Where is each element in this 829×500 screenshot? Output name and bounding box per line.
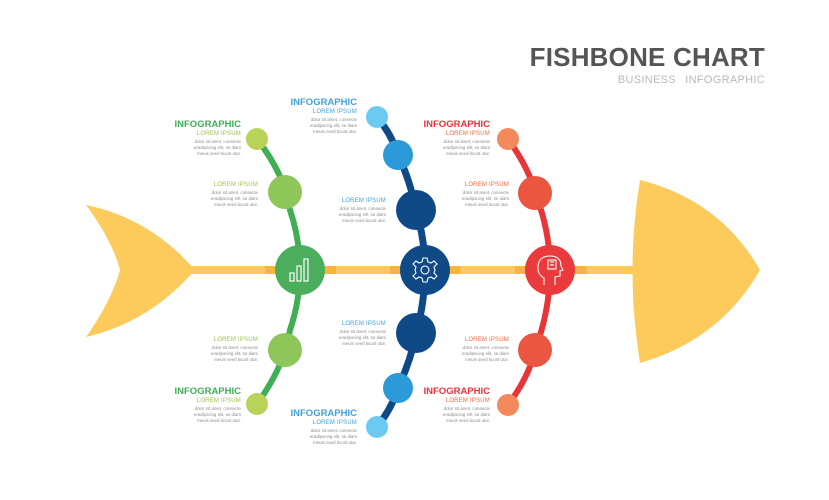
- label-body: dolor sit amet, consecte eradipscing eli…: [193, 406, 241, 423]
- subtitle-infographic: INFOGRAPHIC: [685, 74, 765, 86]
- label-subheading: LOREM IPSUM: [312, 420, 357, 426]
- spine-accent: [324, 266, 336, 274]
- spine-accent: [575, 266, 587, 274]
- label-body: dolor sit amet, consecte eradipscing eli…: [309, 428, 357, 445]
- label-subheading: LOREM IPSUM: [464, 337, 509, 343]
- green-node-bottom: [246, 393, 268, 415]
- gear-icon: [412, 257, 438, 283]
- label-heading: INFOGRAPHIC: [290, 97, 358, 108]
- spine-accent: [390, 266, 402, 274]
- fish-tail: [86, 205, 195, 337]
- green-hub: [275, 245, 325, 295]
- red-node-lower: [518, 333, 552, 367]
- blue-label-lower: LOREM IPSUM dolor sit amet, consecte era…: [286, 320, 386, 347]
- blue-label-bottom: INFOGRAPHIC LOREM IPSUM dolor sit amet, …: [257, 408, 358, 446]
- red-node-bottom: [497, 394, 519, 416]
- label-subheading: LOREM IPSUM: [213, 337, 258, 343]
- label-subheading: LOREM IPSUM: [341, 198, 386, 204]
- spine-accent: [265, 266, 277, 274]
- blue-node-upper-2: [396, 190, 436, 230]
- label-body: dolor sit amet, consecte eradipscing eli…: [210, 345, 258, 362]
- red-node-upper: [518, 176, 552, 210]
- chart-title: FISHBONE CHART: [529, 42, 765, 72]
- red-label-upper: LOREM IPSUM dolor sit amet, consecte era…: [409, 181, 509, 208]
- red-label-bottom: INFOGRAPHIC LOREM IPSUM dolor sit amet, …: [390, 386, 491, 424]
- label-heading: INFOGRAPHIC: [423, 386, 491, 397]
- label-body: dolor sit amet, consecte eradipscing eli…: [461, 190, 509, 207]
- label-heading: INFOGRAPHIC: [174, 119, 242, 130]
- label-body: dolor sit amet, consecte eradipscing eli…: [309, 117, 357, 134]
- subtitle-business: BUSINESS: [617, 74, 676, 86]
- label-body: dolor sit amet, consecte eradipscing eli…: [442, 406, 490, 423]
- red-label-top: INFOGRAPHIC LOREM IPSUM dolor sit amet, …: [390, 119, 491, 157]
- blue-label-top: INFOGRAPHIC LOREM IPSUM dolor sit amet, …: [257, 97, 358, 135]
- head-brain-icon: [537, 255, 564, 285]
- label-heading: INFOGRAPHIC: [290, 408, 358, 419]
- label-body: dolor sit amet, consecte eradipscing eli…: [442, 139, 490, 156]
- blue-node-bottom: [366, 416, 388, 438]
- label-subheading: LOREM IPSUM: [312, 109, 357, 115]
- label-body: dolor sit amet, consecte eradipscing eli…: [338, 329, 386, 346]
- blue-node-lower-1: [383, 373, 413, 403]
- green-node-top: [246, 128, 268, 150]
- label-subheading: LOREM IPSUM: [445, 398, 490, 404]
- label-subheading: LOREM IPSUM: [445, 131, 490, 137]
- green-label-bottom: INFOGRAPHIC LOREM IPSUM dolor sit amet, …: [141, 386, 242, 424]
- label-subheading: LOREM IPSUM: [196, 131, 241, 137]
- green-label-upper: LOREM IPSUM dolor sit amet, consecte era…: [158, 181, 258, 208]
- label-body: dolor sit amet, consecte eradipscing eli…: [461, 345, 509, 362]
- green-node-upper: [268, 175, 302, 209]
- label-heading: INFOGRAPHIC: [423, 119, 491, 130]
- label-subheading: LOREM IPSUM: [213, 182, 258, 188]
- green-label-top: INFOGRAPHIC LOREM IPSUM dolor sit amet, …: [141, 119, 242, 157]
- label-heading: INFOGRAPHIC: [174, 386, 242, 397]
- label-subheading: LOREM IPSUM: [464, 182, 509, 188]
- spine-accent: [515, 266, 527, 274]
- green-node-lower: [268, 333, 302, 367]
- bar-chart-icon: [289, 258, 309, 282]
- red-hub: [525, 245, 575, 295]
- blue-label-upper: LOREM IPSUM dolor sit amet, consecte era…: [286, 197, 386, 224]
- green-label-lower: LOREM IPSUM dolor sit amet, consecte era…: [158, 336, 258, 363]
- label-subheading: LOREM IPSUM: [341, 321, 386, 327]
- label-body: dolor sit amet, consecte eradipscing eli…: [338, 206, 386, 223]
- label-body: dolor sit amet, consecte eradipscing eli…: [210, 190, 258, 207]
- blue-node-top: [366, 106, 388, 128]
- title-block: FISHBONE CHART BUSINESS INFOGRAPHIC: [530, 42, 765, 86]
- red-node-top: [497, 128, 519, 150]
- red-label-lower: LOREM IPSUM dolor sit amet, consecte era…: [409, 336, 509, 363]
- blue-node-upper-1: [383, 140, 413, 170]
- fish-head: [632, 180, 760, 363]
- blue-hub: [400, 245, 450, 295]
- label-subheading: LOREM IPSUM: [196, 398, 241, 404]
- blue-node-lower-2: [396, 313, 436, 353]
- chart-subtitle: BUSINESS INFOGRAPHIC: [530, 74, 765, 86]
- spine-accent: [448, 266, 460, 274]
- label-body: dolor sit amet, consecte eradipscing eli…: [193, 139, 241, 156]
